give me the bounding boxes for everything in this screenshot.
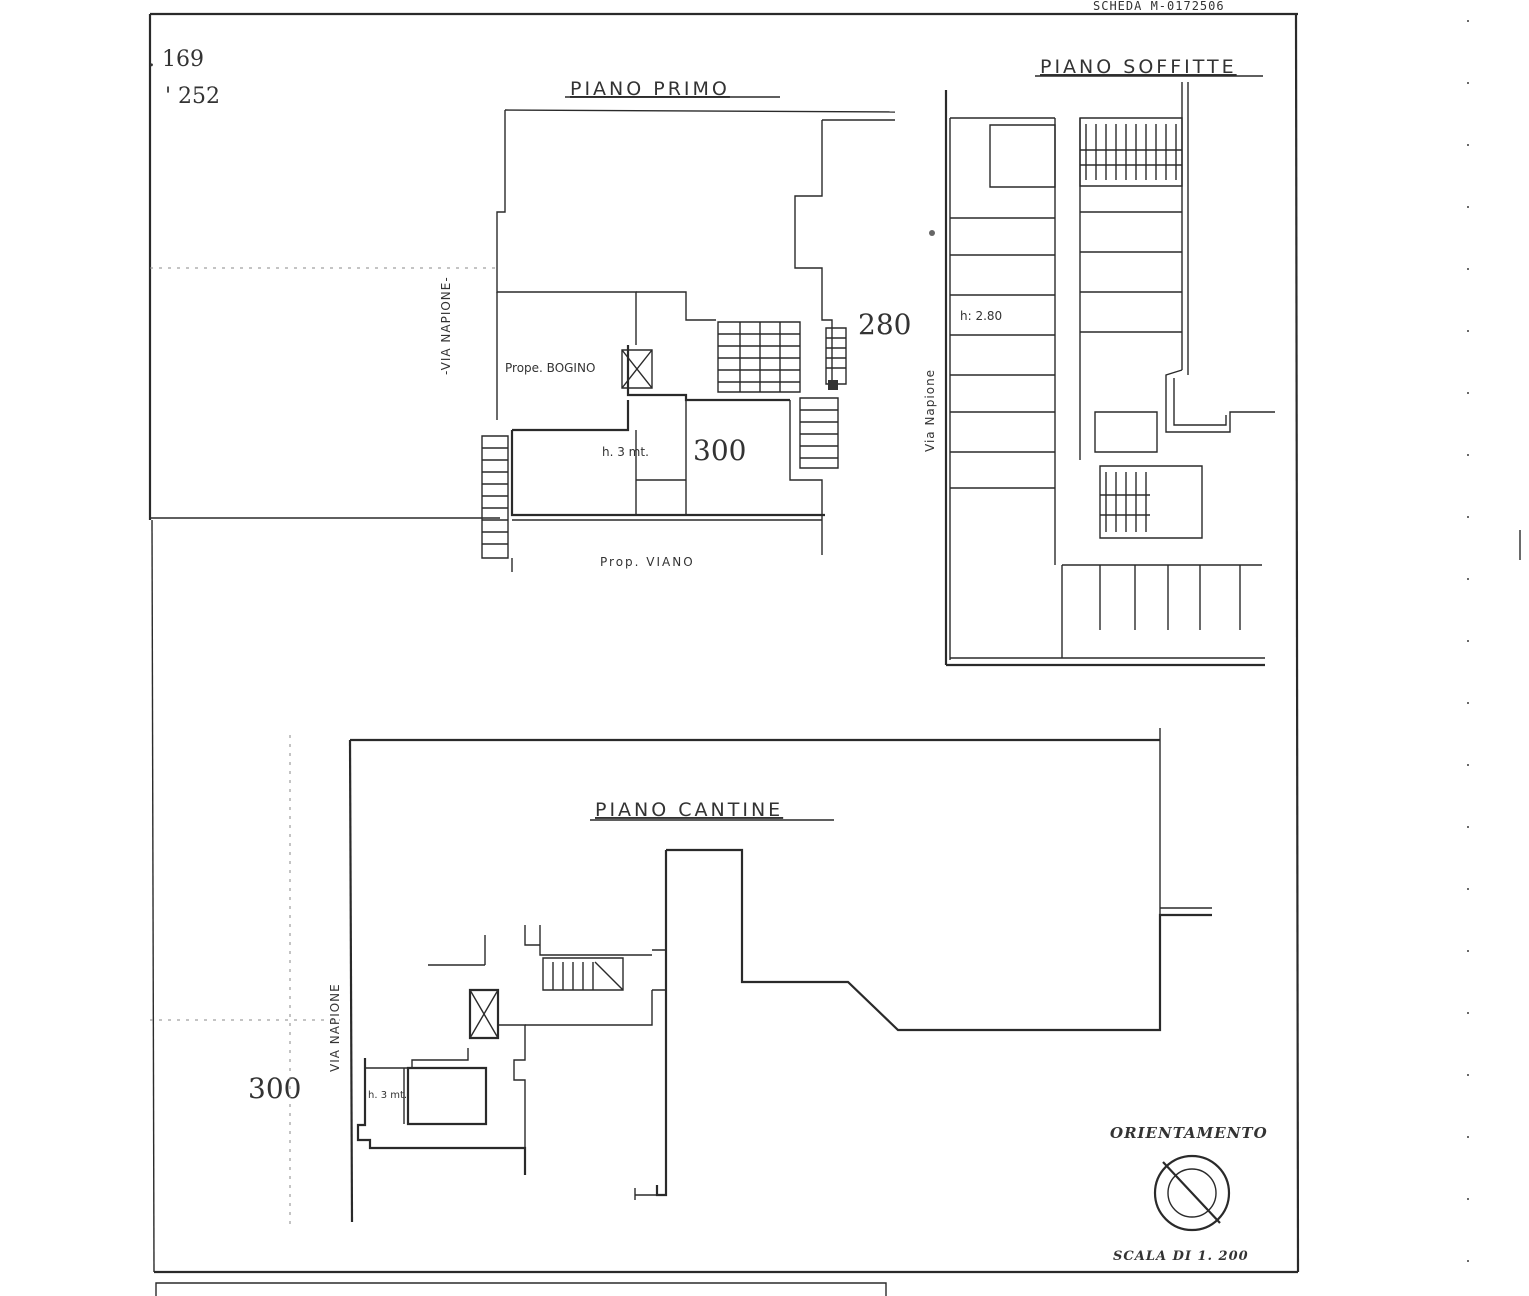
orientation-legend: ORIENTAMENTO SCALA DI 1. 200 [1110, 1124, 1268, 1264]
piano-cantine-street-label: VIA NAPIONE [328, 983, 342, 1072]
piano-cantine-title: PIANO CANTINE [595, 799, 783, 821]
neighbor-viano-label: Prop. VIANO [600, 555, 695, 569]
cantine-height-label: h. 3 mt. [368, 1090, 407, 1101]
orientation-label: ORIENTAMENTO [1110, 1124, 1268, 1142]
primo-height-handwritten: 300 [693, 434, 746, 467]
soffitte-height-label: h: 2.80 [960, 309, 1002, 323]
piano-cantine-plan: PIANO CANTINE VIA NAPIONE 300 h. 3 mt. [248, 728, 1212, 1222]
piano-primo-title: PIANO PRIMO [570, 78, 730, 100]
primo-height-label: h. 3 mt. [602, 445, 649, 459]
cantine-height-handwritten: 300 [248, 1072, 301, 1105]
piano-primo-street-label: -VIA NAPIONE- [439, 276, 453, 375]
foglio-ref: . 169 [148, 47, 204, 72]
piano-soffitte-street-label: Via Napione [923, 369, 937, 452]
scheda-code: SCHEDA M-0172506 [1093, 0, 1225, 13]
neighbor-bogino-label: Prope. BOGINO [505, 361, 595, 375]
north-arrow-icon [1155, 1156, 1229, 1230]
scale-label: SCALA DI 1. 200 [1113, 1249, 1249, 1264]
piano-soffitte-plan: PIANO SOFFITTE 280 Via Napione [858, 56, 1275, 665]
piano-soffitte-title: PIANO SOFFITTE [1040, 56, 1237, 78]
piano-primo-plan: PIANO PRIMO -VIA NAPIONE- [439, 78, 895, 572]
sheet-frame [150, 14, 1520, 1296]
construction-lines [150, 268, 500, 1230]
soffitte-height-handwritten: 280 [858, 308, 911, 341]
particella-ref: ' 252 [165, 84, 220, 109]
